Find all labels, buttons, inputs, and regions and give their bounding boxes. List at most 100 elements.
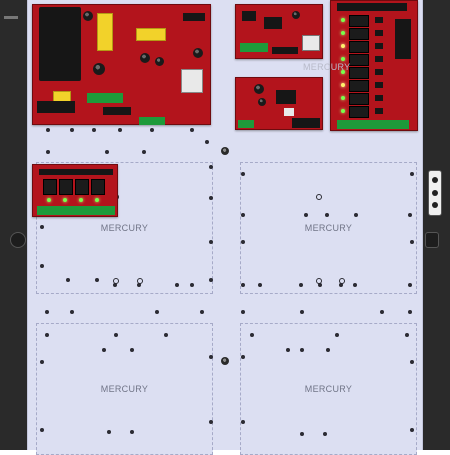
relay-driver-chip [375, 56, 383, 62]
mount-hole [209, 240, 213, 244]
reader-interface-board[interactable] [235, 4, 323, 59]
input-terminal-strip [37, 206, 115, 215]
mount-hole [410, 240, 414, 244]
input-relay-1 [43, 179, 57, 195]
mount-hole [66, 278, 70, 282]
mount-hole [405, 333, 409, 337]
mount-hole [286, 348, 290, 352]
input-led-2 [63, 198, 67, 202]
mount-hole [175, 283, 179, 287]
right-enclosure-wall [423, 0, 450, 450]
left-wall-tab [4, 16, 18, 19]
door-latch[interactable] [428, 170, 442, 216]
output-led [341, 96, 345, 100]
output-led [341, 31, 345, 35]
mount-hole [45, 333, 49, 337]
capacitor-d [155, 57, 164, 66]
mount-hole [326, 348, 330, 352]
mount-hole [354, 213, 358, 217]
relay-terminal-strip [337, 120, 409, 129]
mount-hole [353, 283, 357, 287]
chip-c [276, 90, 296, 104]
controller-board[interactable] [235, 77, 323, 130]
mount-hole [137, 283, 141, 287]
mount-hole [155, 310, 159, 314]
relay-driver-chip [375, 69, 383, 75]
mount-hole [300, 432, 304, 436]
relay-header [337, 3, 407, 11]
output-led [341, 83, 345, 87]
mount-hole [300, 348, 304, 352]
chip-b [264, 17, 282, 29]
output-led [341, 109, 345, 113]
mount-hole [241, 420, 245, 424]
mount-hole [102, 348, 106, 352]
backplate-screw-lower [221, 357, 229, 365]
chip-white [284, 108, 294, 116]
mount-hole [299, 283, 303, 287]
mount-hole [250, 333, 254, 337]
capacitor-g [254, 84, 264, 94]
mount-hole [130, 348, 134, 352]
mount-zone-bottom-left[interactable]: MERCURY [36, 323, 213, 455]
capacitor-h [258, 98, 266, 106]
relay-controller-chip [395, 19, 411, 59]
mount-hole [46, 128, 50, 132]
input-relay-2 [59, 179, 73, 195]
zone-label-bottom-right: MERCURY [304, 384, 353, 394]
relay-driver-chip [375, 95, 383, 101]
input-relay-3 [75, 179, 89, 195]
mount-hole [335, 333, 339, 337]
relay-driver-chip [375, 82, 383, 88]
mount-hole [142, 150, 146, 154]
mount-hole [190, 128, 194, 132]
mount-hole [323, 432, 327, 436]
connector-black [37, 101, 75, 113]
mount-rivet [339, 278, 345, 284]
mount-hole [70, 128, 74, 132]
mount-hole [92, 128, 96, 132]
left-hinge-icon [10, 232, 26, 248]
output-relay [349, 54, 369, 66]
mount-hole [209, 420, 213, 424]
mount-rivet [316, 278, 322, 284]
ic-black [103, 107, 131, 115]
terminal-block-d [238, 120, 254, 128]
output-led [341, 18, 345, 22]
transformer [39, 7, 81, 81]
mount-hole [164, 333, 168, 337]
relay-driver-chip [375, 30, 383, 36]
input-expansion-board[interactable] [32, 164, 118, 217]
relay-driver-chip [375, 17, 383, 23]
mount-rivet [113, 278, 119, 284]
rj45-jack [302, 35, 320, 51]
capacitor-a [83, 11, 93, 21]
mount-hole [45, 310, 49, 314]
mount-hole [241, 355, 245, 359]
capacitor-c [140, 53, 150, 63]
power-supply-board[interactable] [32, 4, 211, 125]
relay-output-board[interactable] [330, 0, 418, 131]
mount-hole [95, 278, 99, 282]
mount-hole [300, 310, 304, 314]
mount-hole [408, 213, 412, 217]
mount-hole [150, 128, 154, 132]
mount-hole [130, 430, 134, 434]
mount-hole [209, 165, 213, 169]
mount-hole [408, 310, 412, 314]
output-relay [349, 106, 369, 118]
mount-zone-bottom-right[interactable]: MERCURY [240, 323, 417, 455]
mount-zone-mid-right[interactable]: MERCURY [240, 162, 417, 294]
mount-hole [40, 428, 44, 432]
output-relay [349, 67, 369, 79]
capacitor-block-yellow [136, 28, 166, 41]
output-led [341, 70, 345, 74]
input-led-4 [95, 198, 99, 202]
chip-a [242, 11, 256, 21]
mount-hole [40, 264, 44, 268]
output-led [341, 57, 345, 61]
mount-hole [339, 283, 343, 287]
zone-label-mid-right: MERCURY [304, 223, 353, 233]
mount-hole [318, 283, 322, 287]
left-enclosure-wall [0, 0, 27, 450]
